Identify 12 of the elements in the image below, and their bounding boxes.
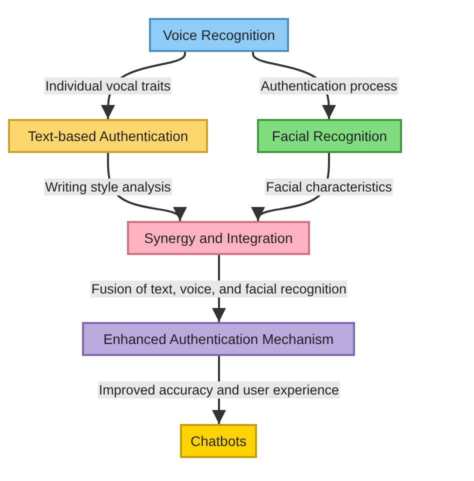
- edge-label: Authentication process: [260, 78, 398, 94]
- process-box: Voice Recognition: [149, 18, 289, 52]
- process-box: Facial Recognition: [257, 119, 402, 153]
- edge-label: Improved accuracy and user experience: [98, 382, 340, 398]
- process-box: Chatbots: [180, 424, 257, 458]
- process-box: Text-based Authentication: [8, 119, 208, 153]
- process-box: Synergy and Integration: [127, 221, 310, 255]
- edge-label: Writing style analysis: [44, 178, 172, 196]
- edge-label: Individual vocal traits: [44, 78, 172, 94]
- edge-label: Facial characteristics: [264, 178, 394, 196]
- process-box: Enhanced Authentication Mechanism: [82, 322, 355, 356]
- edge-label: Fusion of text, voice, and facial recognition: [90, 280, 348, 298]
